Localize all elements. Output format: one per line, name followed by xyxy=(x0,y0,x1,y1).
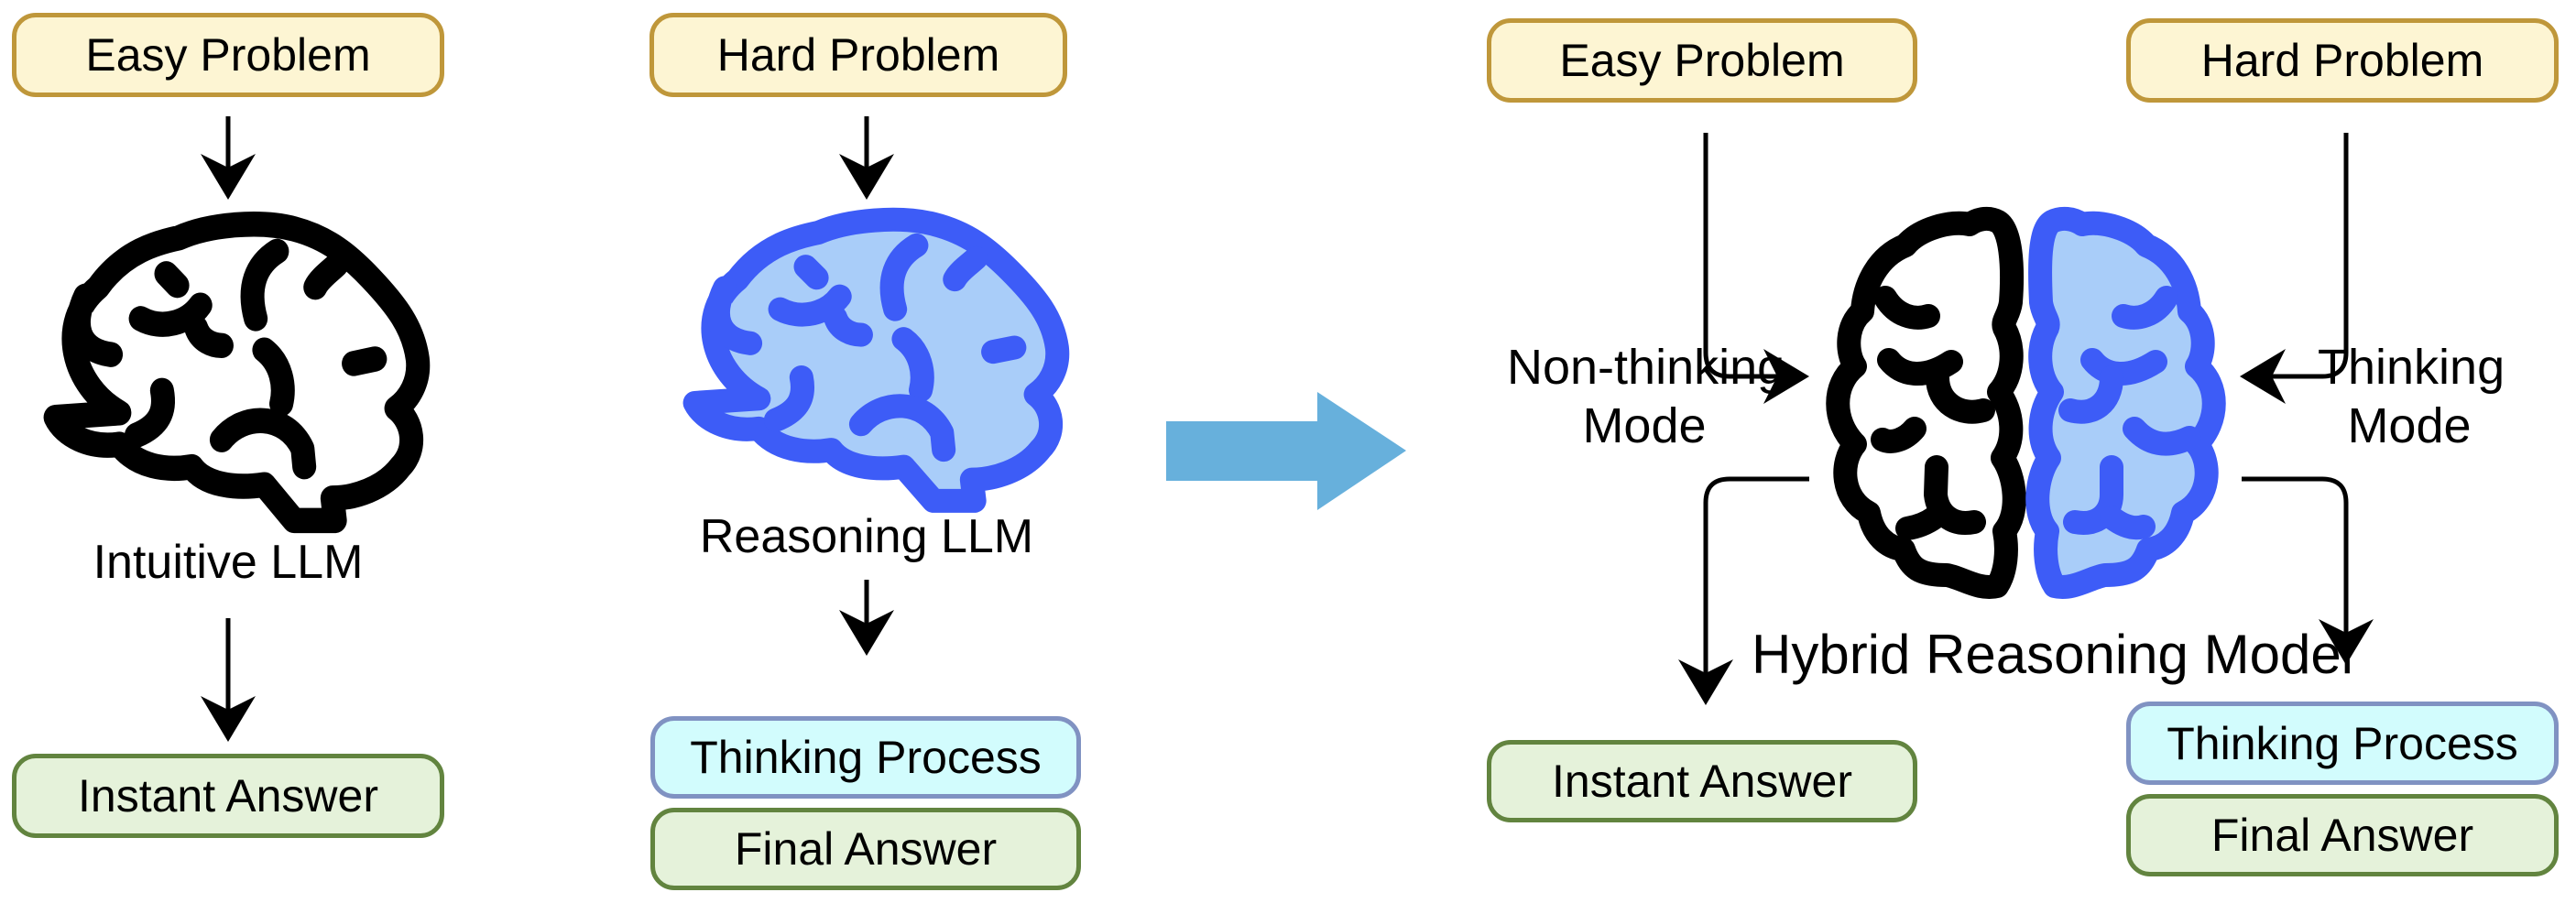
thinking-mode-line-1: Thinking xyxy=(2318,340,2505,395)
hybrid-easy-problem-box: Easy Problem xyxy=(1487,18,1917,103)
arrow-thinking-to-process xyxy=(2242,476,2374,665)
hybrid-reasoning-model-label: Hybrid Reasoning Model xyxy=(1752,624,2354,685)
instant-answer-box: Instant Answer xyxy=(12,754,444,838)
thinking-mode-line-2: Mode xyxy=(2347,398,2472,453)
arrow-non-thinking-to-instant xyxy=(1678,476,1809,705)
final-answer-label: Final Answer xyxy=(734,823,998,875)
hybrid-brain-right-hemisphere-icon xyxy=(2025,206,2226,599)
arrow-easy-to-non-thinking xyxy=(1703,133,1809,404)
non-thinking-mode-line-2: Mode xyxy=(1582,398,1707,453)
hybrid-instant-answer-box: Instant Answer xyxy=(1487,740,1917,822)
hybrid-thinking-process-label: Thinking Process xyxy=(2167,717,2518,769)
hard-problem-box: Hard Problem xyxy=(649,13,1067,97)
non-thinking-mode-label: Non-thinking Mode xyxy=(1507,338,1785,455)
hard-problem-label: Hard Problem xyxy=(716,29,1000,81)
transition-arrow-icon xyxy=(1166,392,1406,510)
hybrid-instant-answer-label: Instant Answer xyxy=(1552,756,1852,807)
instant-answer-label: Instant Answer xyxy=(78,770,378,821)
reasoning-brain-icon xyxy=(695,220,1058,501)
hybrid-easy-problem-label: Easy Problem xyxy=(1559,35,1845,86)
non-thinking-mode-line-1: Non-thinking xyxy=(1507,340,1785,395)
thinking-mode-label: Thinking Mode xyxy=(2318,338,2505,455)
hybrid-hard-problem-box: Hard Problem xyxy=(2126,18,2559,103)
final-answer-box: Final Answer xyxy=(650,808,1081,890)
reasoning-llm-label: Reasoning LLM xyxy=(699,510,1034,563)
easy-problem-box: Easy Problem xyxy=(12,13,444,97)
thinking-process-label: Thinking Process xyxy=(690,732,1042,783)
thinking-process-box: Thinking Process xyxy=(650,716,1081,799)
hybrid-final-answer-box: Final Answer xyxy=(2126,794,2559,876)
hybrid-brain-left-hemisphere-icon xyxy=(1826,206,2026,599)
easy-problem-label: Easy Problem xyxy=(85,29,371,81)
intuitive-llm-label: Intuitive LLM xyxy=(93,536,364,589)
intuitive-brain-icon xyxy=(56,224,419,521)
arrow-hard-to-thinking xyxy=(2240,133,2349,404)
hybrid-hard-problem-label: Hard Problem xyxy=(2200,35,2484,86)
hybrid-thinking-process-box: Thinking Process xyxy=(2126,702,2559,785)
hybrid-final-answer-label: Final Answer xyxy=(2210,810,2474,861)
